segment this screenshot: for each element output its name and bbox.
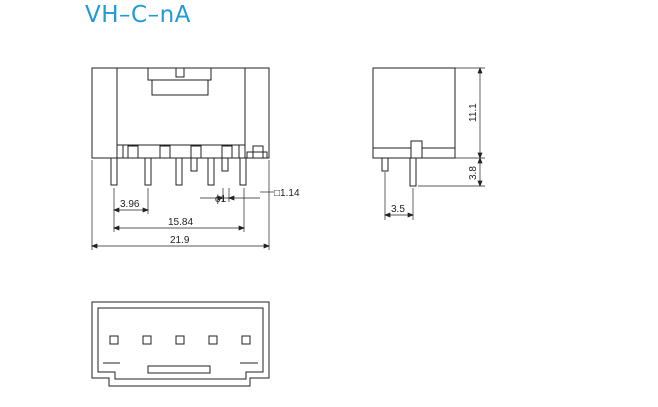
dim-pitch: 3.96 <box>120 199 140 210</box>
front-pins <box>110 145 264 186</box>
side-base-step <box>373 147 455 158</box>
front-latch <box>147 68 212 96</box>
bottom-inner-outline <box>97 307 264 380</box>
side-view <box>372 67 456 187</box>
bottom-pin <box>241 335 251 345</box>
pin-lead <box>207 157 215 186</box>
pin <box>159 145 171 159</box>
dim-pin-length: 3.8 <box>468 166 479 180</box>
pin <box>252 145 264 159</box>
side-body-outline <box>372 67 456 159</box>
pin <box>221 145 233 159</box>
side-pin-short <box>381 157 389 172</box>
dim-pin-dia: ϕ1 <box>215 194 227 205</box>
pin-lead-lower <box>221 157 229 172</box>
bottom-pin <box>208 335 218 345</box>
bottom-center-tab <box>147 365 211 374</box>
dim-width: 21.9 <box>170 235 190 246</box>
side-dimensions <box>384 67 485 220</box>
bottom-outer-outline <box>91 301 270 387</box>
pin-lead <box>144 157 152 186</box>
dim-offset: 3.5 <box>391 204 405 215</box>
pin-lead-lower <box>190 157 198 172</box>
front-base <box>117 144 245 158</box>
dim-body-height: 11.1 <box>468 103 479 122</box>
dim-pin-square: □1.14 <box>274 188 300 199</box>
side-pin-lead <box>409 157 417 187</box>
pin <box>190 145 202 159</box>
model-title: VH–C–nA <box>85 2 191 28</box>
front-dimensions <box>91 160 274 250</box>
bottom-pin <box>109 335 119 345</box>
bottom-pin <box>142 335 152 345</box>
pin-lead <box>239 157 247 186</box>
dim-span: 15.84 <box>168 217 193 228</box>
bottom-pin <box>175 335 185 345</box>
pin <box>127 145 139 159</box>
front-view <box>91 67 270 159</box>
front-latch-tab <box>175 67 185 78</box>
pin-lead <box>110 157 118 186</box>
pin-lead <box>175 157 183 186</box>
bottom-view <box>91 301 270 387</box>
front-notch <box>246 151 268 159</box>
side-pin-block <box>410 140 423 159</box>
